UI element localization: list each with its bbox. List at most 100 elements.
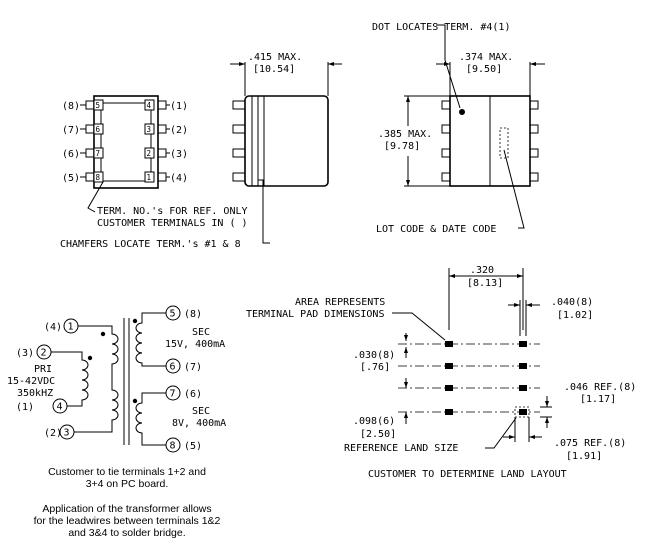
pin-number: 3 [64, 428, 70, 439]
pin-number: 5 [170, 309, 176, 320]
sec1-rating: 15V, 400mA [165, 339, 225, 350]
area-note-line1: AREA REPRESENTS [295, 297, 385, 308]
pri-frequency: 350kHZ [17, 388, 53, 399]
pitch-in: .320 [470, 265, 494, 276]
pin-number: 1 [68, 322, 74, 333]
tie-note-line1: Customer to tie terminals 1+2 and [48, 466, 206, 478]
end-view: DOT LOCATES TERM. #4(1) .374 MAX. [9.50]… [372, 22, 545, 235]
land-pad [445, 363, 453, 369]
ref-046-in: .046 REF.(8) [564, 382, 636, 393]
terminal-label: (5) [62, 173, 80, 184]
pin-number: 8 [96, 173, 101, 182]
terminal-label: (7) [62, 125, 80, 136]
side-width-mm: [10.54] [253, 64, 295, 75]
customer-terminals-note: CUSTOMER TERMINALS IN ( ) [97, 218, 248, 229]
pin-number: 4 [57, 402, 63, 413]
top-view-body [93, 95, 159, 189]
top-view-inner-outline [100, 102, 152, 182]
area-note-line2: TERMINAL PAD DIMENSIONS [246, 309, 384, 320]
ref-land-leader [485, 417, 517, 449]
land-pad [519, 363, 527, 369]
dot-leader [436, 24, 461, 109]
pri-voltage: 15-42VDC [7, 376, 55, 387]
end-width-mm: [9.50] [466, 64, 502, 75]
lot-note: LOT CODE & DATE CODE [376, 224, 496, 235]
land-pad [445, 409, 453, 415]
pin-number: 7 [96, 149, 101, 158]
pad-height-mm: [.76] [360, 362, 390, 373]
pin-number: 8 [170, 441, 176, 452]
end-width-in: .374 MAX. [459, 52, 513, 63]
terminal-label: (3) [170, 149, 188, 160]
top-view-left-pins [85, 100, 95, 182]
ref-075-mm: [1.91] [566, 451, 602, 462]
pin-number: 1 [147, 173, 152, 182]
end-view-pins [441, 100, 539, 182]
ref-land-note: REFERENCE LAND SIZE [344, 443, 458, 454]
pin-number: 6 [96, 125, 101, 134]
schematic: (4) 1 (3) 2 (1) 4 (2) 3 PRI 15-42VDC 350… [7, 305, 226, 539]
lot-code-area [499, 127, 509, 159]
pitch-mm: [8.13] [467, 278, 503, 289]
sec2-label: SEC [192, 406, 210, 417]
spacing-mm: [2.50] [360, 429, 396, 440]
terminal-label: (8) [184, 309, 202, 320]
land-pads [445, 341, 530, 418]
end-height-mm: [9.78] [384, 141, 420, 152]
terminal-label: (6) [184, 389, 202, 400]
top-view: 5 6 7 8 4 3 2 1 (8) (7) (6) (5) (1) (2) … [60, 95, 270, 250]
side-view-pins [232, 100, 246, 182]
terminal-label: (1) [16, 402, 34, 413]
term-ref-note: TERM. NO.'s FOR REF. ONLY [97, 206, 248, 217]
pin-number: 4 [147, 101, 152, 110]
terminal-label: (7) [184, 362, 202, 373]
top-view-right-pin-numbers: 4 3 2 1 [144, 99, 155, 183]
land-layout-title: CUSTOMER TO DETERMINE LAND LAYOUT [368, 469, 567, 480]
ref-046-mm: [1.17] [580, 394, 616, 405]
terminal-label: (8) [62, 101, 80, 112]
land-layout: .320 [8.13] .040(8) [1.02] AREA REPRESEN… [246, 265, 636, 480]
dot-note: DOT LOCATES TERM. #4(1) [372, 22, 510, 33]
land-pad [519, 341, 527, 347]
tie-note-line2: 3+4 on PC board. [86, 478, 169, 490]
land-rows [398, 343, 540, 413]
side-view-body [244, 95, 329, 187]
primary-pins: (4) 1 (3) 2 (1) 4 (2) 3 [16, 318, 100, 440]
end-height-in: .385 MAX. [378, 129, 432, 140]
sec1-label: SEC [192, 327, 210, 338]
sec2-rating: 8V, 400mA [172, 418, 226, 429]
pin-number: 5 [96, 101, 101, 110]
land-pad [519, 385, 527, 391]
side-view: .415 MAX. [10.54] [230, 52, 342, 187]
top-view-right-pins [157, 100, 167, 182]
secondary-pins: 5 (8) 6 (7) 7 (6) 8 (5) [165, 305, 202, 453]
top-view-right-terminals: (1) (2) (3) (4) [166, 101, 188, 184]
pad-height-in: .030(8) [353, 350, 395, 361]
terminal-label: (3) [16, 348, 34, 359]
side-width-in: .415 MAX. [248, 52, 302, 63]
area-leader [392, 312, 446, 341]
bridge-note-line1: Application of the transformer allows [42, 503, 211, 515]
bridge-note-line3: and 3&4 to solder bridge. [68, 527, 185, 539]
terminal-label: (2) [44, 428, 62, 439]
top-view-left-terminals: (8) (7) (6) (5) [62, 101, 86, 184]
spacing-in: .098(6) [353, 416, 395, 427]
pin-number: 3 [147, 125, 152, 134]
lot-leader [503, 149, 525, 229]
land-pad [445, 341, 453, 347]
pad-width-mm: [1.02] [557, 310, 593, 321]
pri-label: PRI [34, 364, 52, 375]
pin-number: 6 [170, 362, 176, 373]
terminal-label: (4) [44, 322, 62, 333]
chamfer-note: CHAMFERS LOCATE TERM.'s #1 & 8 [60, 239, 241, 250]
pin-number: 2 [147, 149, 152, 158]
terminal-label: (5) [184, 441, 202, 452]
bridge-note-line2: for the leadwires between terminals 1&2 [34, 515, 221, 527]
terminal-label: (4) [170, 173, 188, 184]
pin-number: 2 [41, 348, 47, 359]
terminal-label: (1) [170, 101, 188, 112]
chamfer-leader [258, 179, 270, 244]
terminal-dot [459, 109, 465, 115]
ref-075-in: .075 REF.(8) [554, 438, 626, 449]
pin-number: 7 [170, 389, 176, 400]
